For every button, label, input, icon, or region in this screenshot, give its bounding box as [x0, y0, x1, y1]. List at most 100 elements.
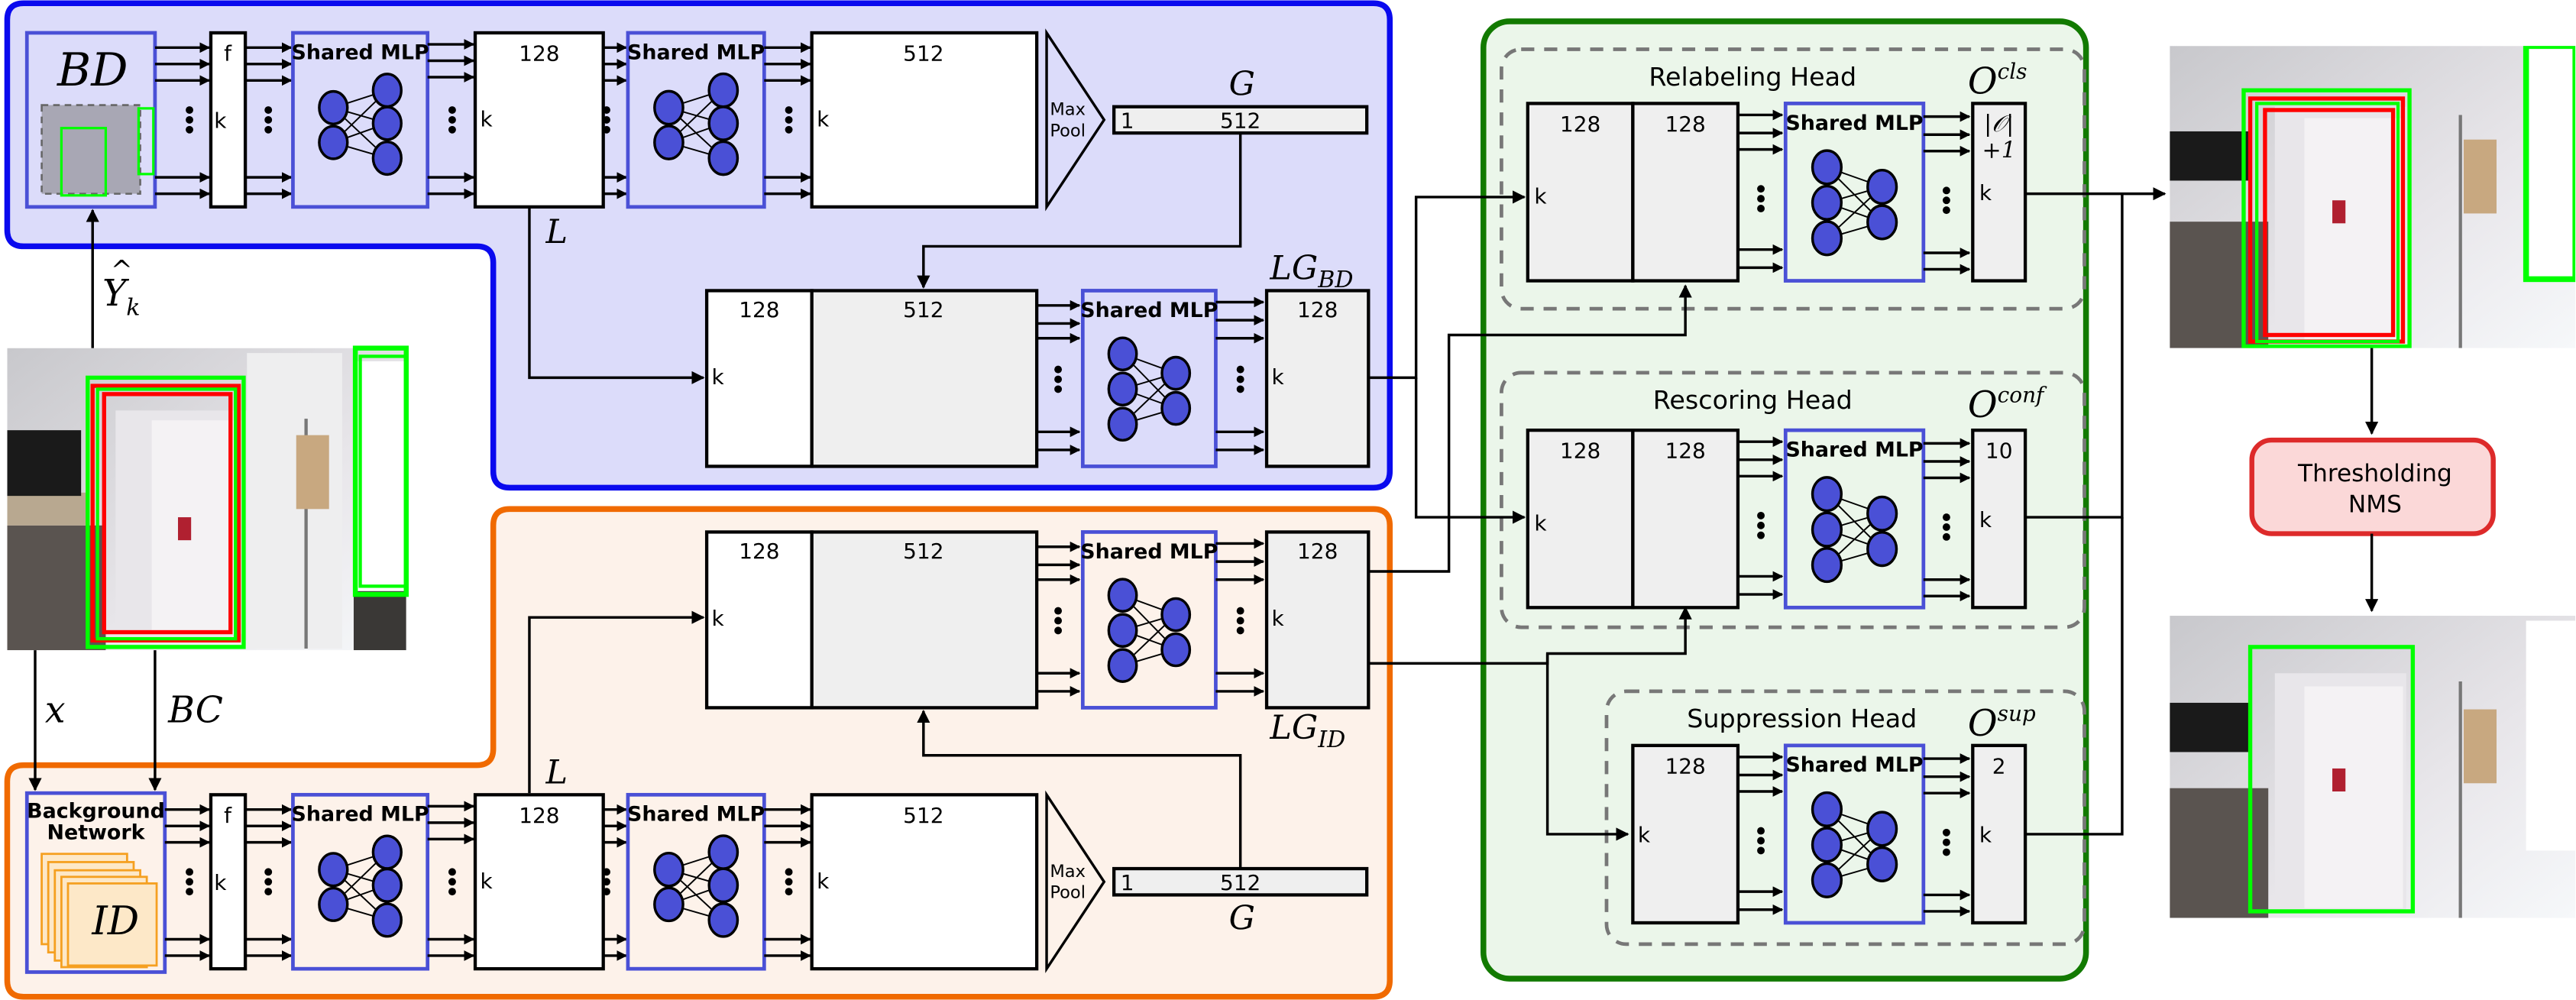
ellipsis-dot	[1236, 385, 1244, 393]
input-photo	[7, 348, 406, 651]
bd-box-green	[60, 127, 108, 197]
shared-mlp-border	[1783, 102, 1926, 283]
dim-label: 128	[1665, 112, 1705, 137]
ellipsis-dot	[1054, 365, 1063, 374]
shared-mlp-label: Shared MLP	[291, 803, 429, 827]
k-label: k	[1638, 823, 1651, 848]
mlp-node	[318, 89, 349, 126]
k-label: k	[1979, 507, 1992, 532]
shared-mlp-block: Shared MLP	[1783, 743, 1926, 925]
ellipsis-dot	[1942, 532, 1950, 541]
shared-mlp-block: Shared MLP	[1783, 428, 1926, 610]
ellipsis-dot	[785, 125, 793, 134]
global-part-block	[810, 289, 1039, 468]
ellipsis-dot	[264, 106, 273, 114]
ellipsis-dot	[264, 878, 273, 886]
dim-512-label: 512	[903, 41, 943, 66]
lg-main: LG	[1269, 709, 1318, 747]
mlp-node	[1866, 846, 1898, 882]
output-main: O	[1968, 384, 1998, 426]
ellipsis-dot	[1757, 521, 1765, 529]
lg-sub: ID	[1317, 727, 1345, 753]
ellipsis-dot	[1942, 513, 1950, 522]
shared-mlp-block: Shared MLP	[1080, 530, 1218, 710]
global-feature-block	[1112, 105, 1369, 135]
head-output-block	[1971, 743, 2027, 925]
ellipsis-dot	[1054, 617, 1063, 625]
thresholding-nms-block: Thresholding NMS	[2249, 437, 2496, 536]
mlp-node	[318, 125, 349, 160]
ellipsis-dot	[603, 106, 610, 114]
shared-mlp-border	[1080, 289, 1218, 468]
ellipsis-dot	[1757, 531, 1765, 539]
ellipsis-dot	[264, 115, 273, 124]
fused-feature-block	[1264, 530, 1371, 710]
global-feature-label: G	[1229, 900, 1255, 938]
shared-mlp-label: Shared MLP	[291, 40, 429, 64]
global-to-fusion-wire	[917, 133, 1242, 289]
ellipsis-dot	[1054, 375, 1063, 383]
shared-mlp-border	[626, 31, 766, 209]
bd-input-block: BD	[24, 31, 157, 209]
dim-128-label: 128	[739, 297, 779, 322]
ellipsis-dot	[1942, 523, 1950, 531]
k-label: k	[1534, 184, 1547, 209]
ellipsis-dot	[1054, 626, 1063, 635]
shared-mlp-block: Shared MLP	[626, 31, 766, 209]
shared-mlp-block: Shared MLP	[291, 31, 430, 209]
global-to-fusion-wire	[917, 709, 1242, 869]
local-to-fusion-wire	[528, 208, 705, 384]
dim-1-label: 1	[1121, 108, 1134, 134]
mlp-node	[371, 902, 403, 938]
lg-id-label: LGID	[1269, 709, 1345, 753]
id-label: ID	[91, 898, 139, 944]
detections-label: Yk	[102, 273, 140, 322]
dim-label: 128	[1560, 439, 1600, 464]
head-input-block	[1631, 102, 1740, 283]
mlp-node	[1811, 791, 1843, 827]
mlp-node	[1811, 547, 1843, 584]
ellipsis-dot	[448, 878, 456, 886]
mlp-node	[1866, 811, 1898, 847]
mlp-node	[371, 73, 403, 108]
max-pool-triangle	[1045, 790, 1106, 973]
ellipsis-dot	[186, 868, 193, 876]
point-feature-block-512	[810, 793, 1039, 971]
ellipsis-dot	[1757, 846, 1765, 855]
head-title: Relabeling Head	[1649, 62, 1856, 92]
shared-mlp-border	[1783, 428, 1926, 610]
mlp-node	[707, 140, 739, 176]
head-input-block	[1631, 743, 1740, 925]
f-label: f	[224, 803, 232, 828]
shared-mlp-border	[291, 792, 430, 971]
local-feature-label: L	[545, 213, 568, 251]
output-dim-line2: +1	[1982, 137, 2016, 163]
output-photo-after-nms	[2170, 616, 2576, 918]
point-feature-block-512	[810, 31, 1039, 209]
dim-128-label: 128	[739, 539, 779, 564]
ellipsis-dot	[264, 125, 273, 134]
k-label: k	[480, 107, 493, 132]
dim-128-label: 128	[519, 41, 559, 66]
mlp-node	[707, 867, 739, 904]
mlp-node	[1160, 355, 1192, 391]
shared-mlp-label: Shared MLP	[627, 803, 765, 827]
head-output-block	[1971, 102, 2027, 283]
mlp-node	[707, 834, 739, 870]
shared-mlp-label: Shared MLP	[1785, 439, 1923, 462]
mlp-node	[1811, 220, 1843, 257]
mlp-node	[1160, 390, 1192, 426]
mlp-node	[1160, 632, 1192, 668]
input-detection-boxes	[86, 345, 409, 649]
ellipsis-dot	[1236, 375, 1244, 383]
dim-512-label: 512	[903, 803, 943, 828]
output-main: O	[1968, 61, 1998, 103]
local-part-block	[704, 530, 814, 710]
ellipsis-dot	[1236, 365, 1244, 374]
background-network-line2: Network	[47, 820, 146, 844]
hat-accent: ^	[111, 255, 133, 286]
shared-mlp-label: Shared MLP	[1080, 299, 1218, 322]
